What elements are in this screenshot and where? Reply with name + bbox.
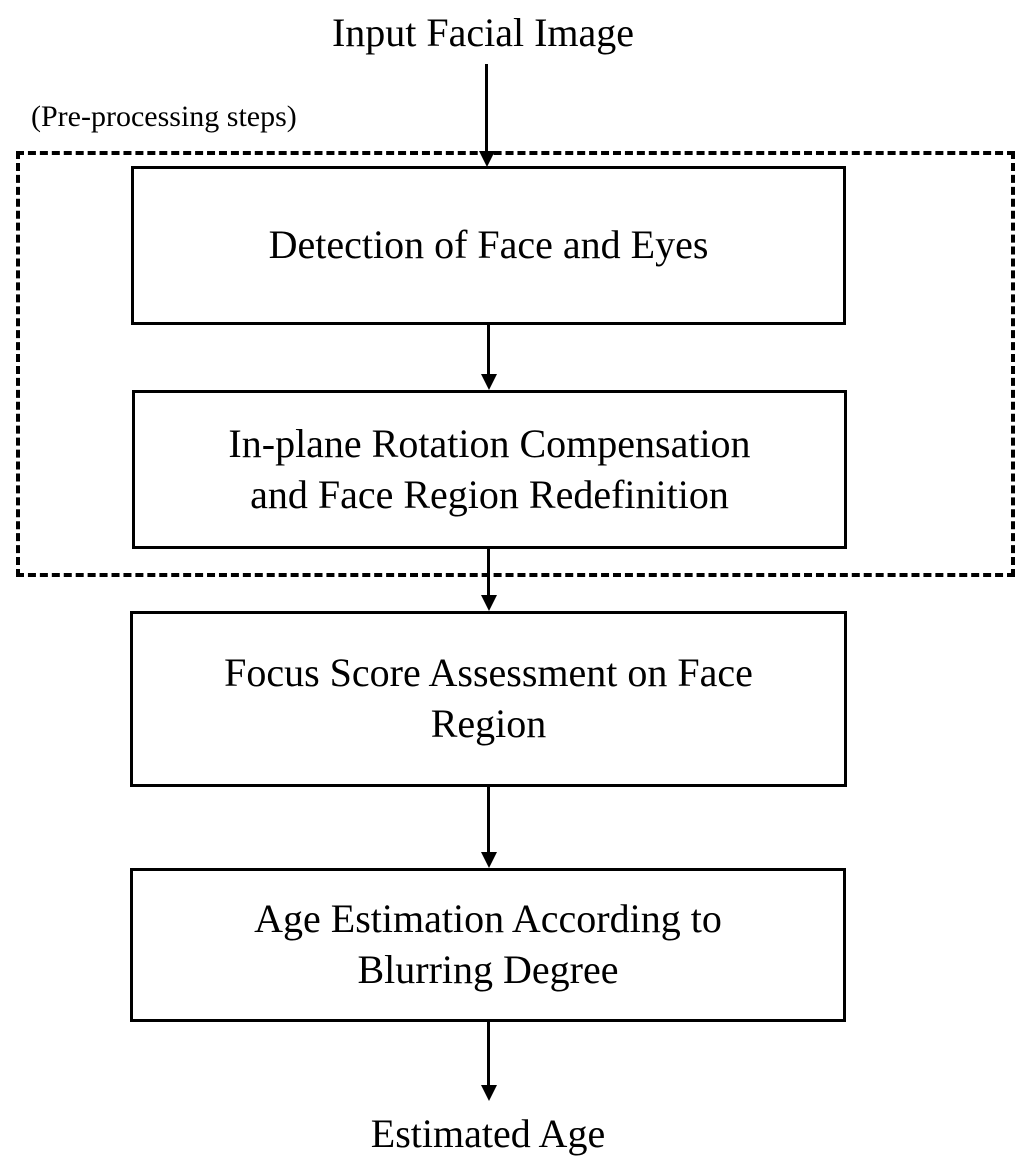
step-age-estimation: Age Estimation According to Blurring Deg… [130,868,846,1022]
arrowhead [481,374,497,390]
output-label: Estimated Age [370,1111,606,1156]
arrow-age-estimation-to-output [487,1022,490,1086]
arrowhead [481,1085,497,1101]
step-rotation-text-line1: In-plane Rotation Compensation [228,420,751,466]
step-detection-text: Detection of Face and Eyes [268,222,709,268]
arrow-focus-to-age-estimation [487,787,490,853]
step-focus-text-line1: Focus Score Assessment on Face [224,650,753,696]
arrowhead [481,852,497,868]
arrow-rotation-to-focus [487,549,490,596]
input-label: Input Facial Image [331,10,635,55]
arrow-detection-to-rotation [487,325,490,375]
step-rotation-text-line2: and Face Region Redefinition [250,471,729,517]
arrowhead [479,151,495,167]
step-rotation-compensation: In-plane Rotation Compensation and Face … [132,390,847,549]
arrow-input-to-detection [485,64,488,152]
preprocessing-group [16,151,1015,577]
step-detection-face-eyes: Detection of Face and Eyes [131,166,846,325]
step-focus-score-assessment: Focus Score Assessment on Face Region [130,611,847,787]
step-age-text-line1: Age Estimation According to [254,896,722,942]
preprocessing-group-label: (Pre-processing steps) [31,100,297,133]
step-focus-text-line2: Region [430,701,547,746]
arrowhead [481,595,497,611]
step-age-text-line2: Blurring Degree [357,947,619,992]
